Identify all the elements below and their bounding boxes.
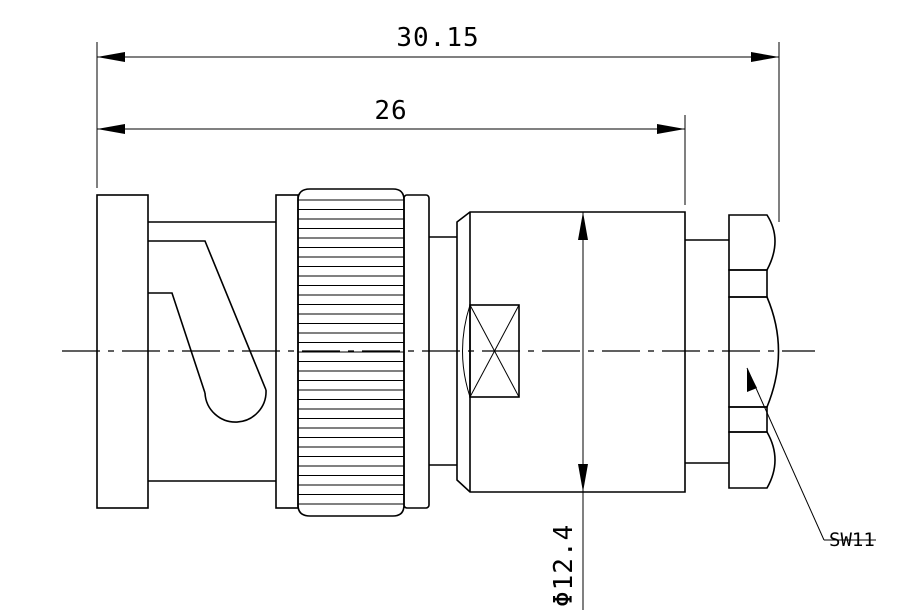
neck [429,236,457,466]
knurled-coupling-nut [275,188,430,517]
main-body [456,211,686,493]
extension-lines [96,42,780,222]
knurl-lines [298,199,404,505]
dimension-label-body: 26 [374,96,407,126]
dimension-body-length: 26 [97,96,685,134]
dimension-label-overall: 30.15 [396,23,479,53]
bayonet-section [96,194,276,509]
wrench-size-callout: SW11 [746,367,876,551]
dimension-diameter: Φ12.4 [549,212,588,610]
dimension-overall-length: 30.15 [97,23,779,62]
dimension-label-diameter: Φ12.4 [549,524,579,607]
rear-neck [685,239,729,464]
hex-nut [728,214,780,489]
wrench-size-label: SW11 [829,529,875,551]
